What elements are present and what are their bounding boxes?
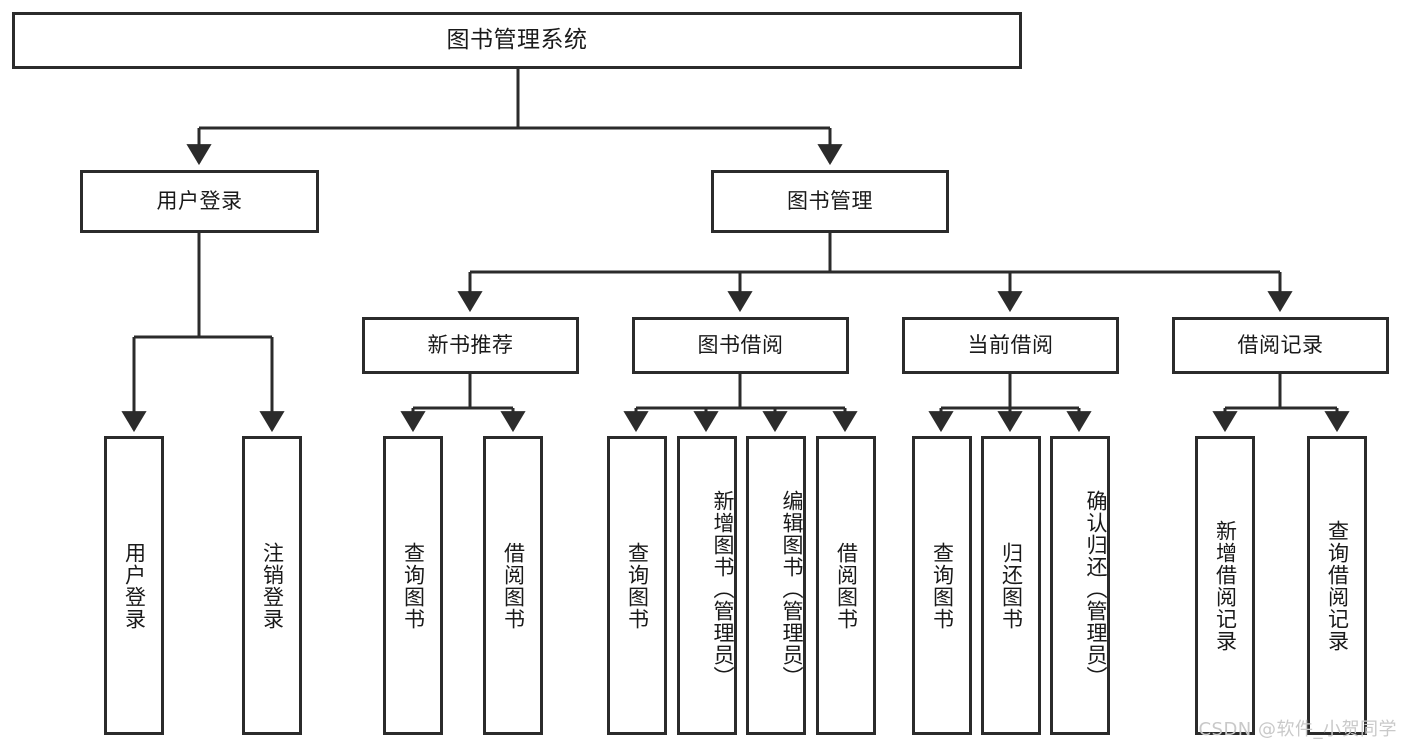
node-box-leaf-book-borrow-2[interactable] — [746, 436, 806, 735]
node-box-book-manage[interactable] — [711, 170, 949, 233]
node-box-leaf-new-book-1[interactable] — [483, 436, 543, 735]
node-box-leaf-borrow-record-0[interactable] — [1195, 436, 1255, 735]
node-box-leaf-new-book-0[interactable] — [383, 436, 443, 735]
node-box-leaf-current-borrow-2[interactable] — [1050, 436, 1110, 735]
node-box-root[interactable] — [12, 12, 1022, 69]
node-box-borrow-record[interactable] — [1172, 317, 1389, 374]
node-box-leaf-user-login-0[interactable] — [104, 436, 164, 735]
node-box-leaf-book-borrow-0[interactable] — [607, 436, 667, 735]
node-box-leaf-book-borrow-1[interactable] — [677, 436, 737, 735]
node-box-leaf-user-login-1[interactable] — [242, 436, 302, 735]
node-box-leaf-book-borrow-3[interactable] — [816, 436, 876, 735]
node-box-leaf-current-borrow-1[interactable] — [981, 436, 1041, 735]
node-box-leaf-borrow-record-1[interactable] — [1307, 436, 1367, 735]
node-box-book-borrow[interactable] — [632, 317, 849, 374]
node-box-current-borrow[interactable] — [902, 317, 1119, 374]
node-box-leaf-current-borrow-0[interactable] — [912, 436, 972, 735]
node-box-user-login[interactable] — [80, 170, 319, 233]
node-box-new-book[interactable] — [362, 317, 579, 374]
